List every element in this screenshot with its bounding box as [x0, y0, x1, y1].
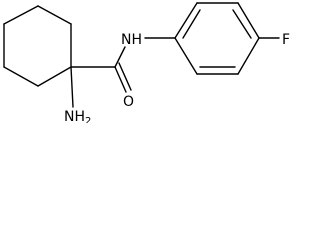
amide-nitrogen-label: NH [121, 32, 142, 48]
carbonyl-oxygen-label: O [123, 94, 134, 110]
cyclohexane-ring [3, 5, 72, 87]
bond-ring-4 [3, 66, 39, 87]
fluorine-label: F [282, 32, 290, 48]
bond-ph-inner-2 [232, 9, 252, 39]
bond-ph-1 [174, 2, 198, 39]
bond-carbonyl-nh [114, 46, 126, 68]
bond-ring-6 [3, 5, 39, 25]
bond-ph-4 [237, 37, 260, 75]
bond-ring-3 [37, 66, 72, 87]
bond-ph-6 [174, 37, 198, 75]
bond-co-2 [118, 62, 132, 91]
bond-ph-3 [237, 2, 260, 39]
carbonyl-double-bond [114, 62, 132, 93]
amine-label: NH2 [64, 109, 91, 123]
bond-co-1 [114, 66, 127, 93]
bond-ring-1 [37, 5, 72, 25]
phenyl-ring [174, 2, 260, 75]
bond-c-nh2 [70, 66, 74, 108]
chemical-structure-drawing: NH2 NH O F [3, 2, 290, 123]
bond-ph-inner-1 [182, 9, 201, 39]
